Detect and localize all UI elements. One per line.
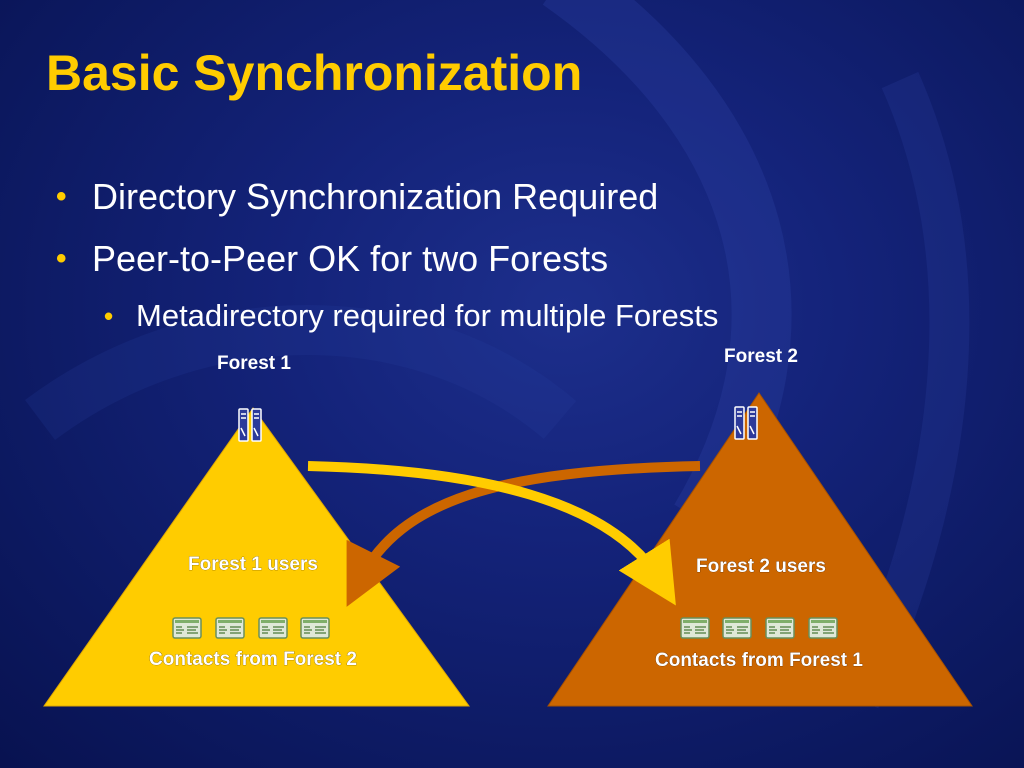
sub-bullet-text: Metadirectory required for multiple Fore… [136,298,719,333]
sync-arrow-forest2-to-forest1 [346,461,701,607]
contact-card-icon [172,617,202,639]
contact-card-icon [722,617,752,639]
forest2-label: Forest 2 [724,346,798,367]
contact-card-icon [215,617,245,639]
bullet-dot-icon: • [56,242,67,275]
contact-card-icon [808,617,838,639]
bullet-dot-icon: • [56,180,67,213]
slide-title: Basic Synchronization [46,45,583,101]
forest1-contacts-label: Contacts from Forest 2 [149,649,357,670]
contact-card-icon [680,617,710,639]
sync-arrow-forest1-to-forest2 [307,461,676,606]
bullet-text: Peer-to-Peer OK for two Forests [92,238,609,279]
bullet-item: • Directory Synchronization Required [56,166,718,228]
forest2-contacts-label: Contacts from Forest 1 [655,650,863,671]
contact-card-icon [765,617,795,639]
forest1-label: Forest 1 [217,353,291,374]
bullet-text: Directory Synchronization Required [92,176,659,217]
bullet-item: • Peer-to-Peer OK for two Forests [56,228,718,290]
forest2-users-label: Forest 2 users [696,556,826,577]
bullet-list: • Directory Synchronization Required • P… [56,166,718,342]
sub-bullet-item: • Metadirectory required for multiple Fo… [56,290,718,342]
bullet-dot-icon: • [104,301,114,331]
contact-card-icon [258,617,288,639]
contact-card-icon [300,617,330,639]
forest1-users-label: Forest 1 users [188,554,318,575]
